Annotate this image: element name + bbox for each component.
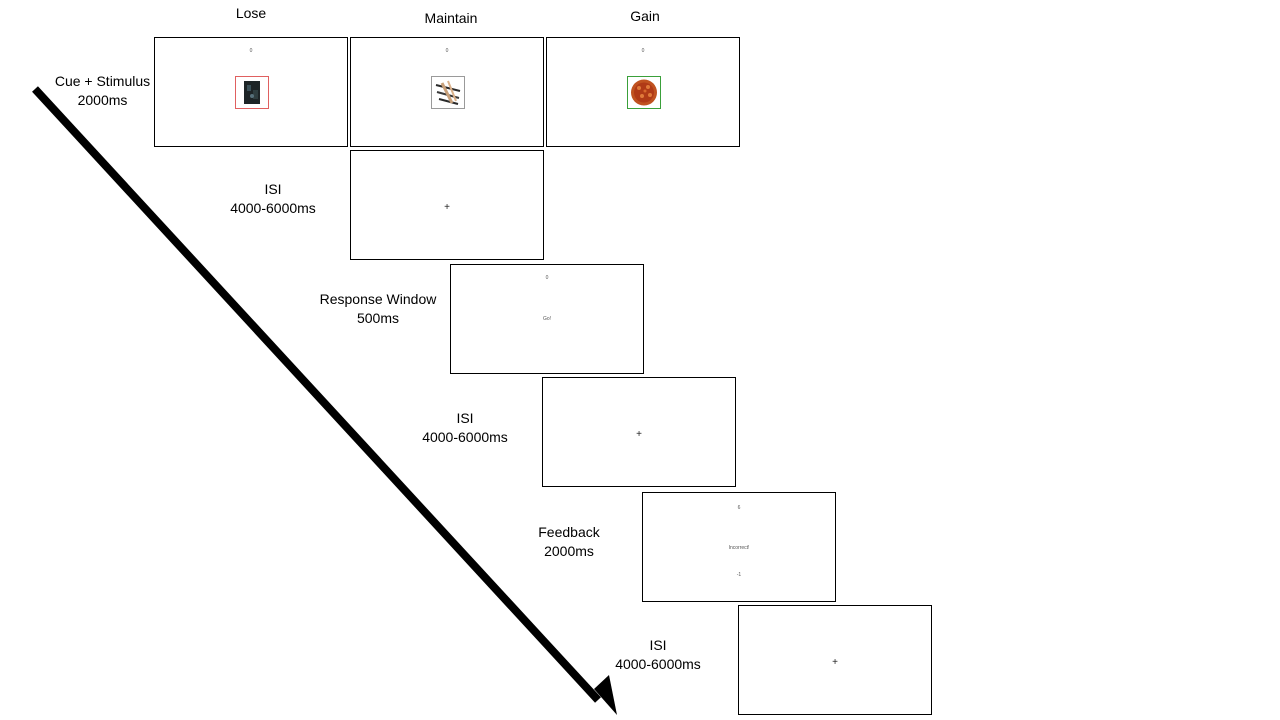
- stage-label-response: Response Window 500ms: [313, 290, 443, 328]
- score-text: 0: [445, 48, 449, 54]
- fixation-cross: +: [444, 202, 450, 213]
- stimulus-frame-maintain: [431, 76, 465, 109]
- screen-cue-gain: 0: [546, 37, 740, 147]
- stage-label-cue: Cue + Stimulus 2000ms: [45, 72, 160, 110]
- column-header-lose: Lose: [235, 5, 267, 21]
- stage-duration: 4000-6000ms: [230, 200, 316, 216]
- stage-label-feedback: Feedback 2000ms: [519, 523, 619, 561]
- fixation-cross: +: [636, 429, 642, 440]
- utensils-icon: [435, 80, 461, 105]
- stage-name: Cue + Stimulus: [54, 73, 151, 89]
- score-text: 0: [249, 48, 253, 54]
- score-text: 0: [545, 275, 549, 281]
- pizza-icon: [631, 79, 657, 106]
- go-text: Go!: [542, 316, 552, 322]
- stage-label-isi-3: ISI 4000-6000ms: [603, 636, 713, 674]
- screen-isi-2: +: [542, 377, 736, 487]
- feedback-text: Incorrect!: [728, 545, 750, 551]
- stage-name: ISI: [456, 410, 474, 426]
- stimulus-frame-lose: [235, 76, 269, 109]
- stage-duration: 2000ms: [544, 543, 594, 559]
- column-header-maintain: Maintain: [424, 10, 478, 26]
- fixation-cross: +: [832, 657, 838, 668]
- stage-name: ISI: [649, 637, 667, 653]
- screen-cue-maintain: 0: [350, 37, 544, 147]
- stage-name: Feedback: [538, 524, 600, 540]
- stage-label-isi-1: ISI 4000-6000ms: [218, 180, 328, 218]
- stage-name: Response Window: [319, 291, 437, 307]
- stage-name: ISI: [264, 181, 282, 197]
- stage-duration: 4000-6000ms: [615, 656, 701, 672]
- screen-isi-1: +: [350, 150, 544, 260]
- score-text: 0: [641, 48, 645, 54]
- stage-duration: 2000ms: [77, 92, 128, 108]
- feedback-delta: -1: [736, 572, 742, 578]
- dark-object-icon: [244, 81, 260, 104]
- stage-duration: 4000-6000ms: [422, 429, 508, 445]
- screen-cue-lose: 0: [154, 37, 348, 147]
- screen-feedback: 6 Incorrect! -1: [642, 492, 836, 602]
- screen-response: 0 Go!: [450, 264, 644, 374]
- stimulus-frame-gain: [627, 76, 661, 109]
- stage-duration: 500ms: [356, 310, 400, 326]
- score-text: 6: [737, 505, 741, 511]
- stage-label-isi-2: ISI 4000-6000ms: [410, 409, 520, 447]
- column-header-gain: Gain: [630, 8, 660, 24]
- screen-isi-3: +: [738, 605, 932, 715]
